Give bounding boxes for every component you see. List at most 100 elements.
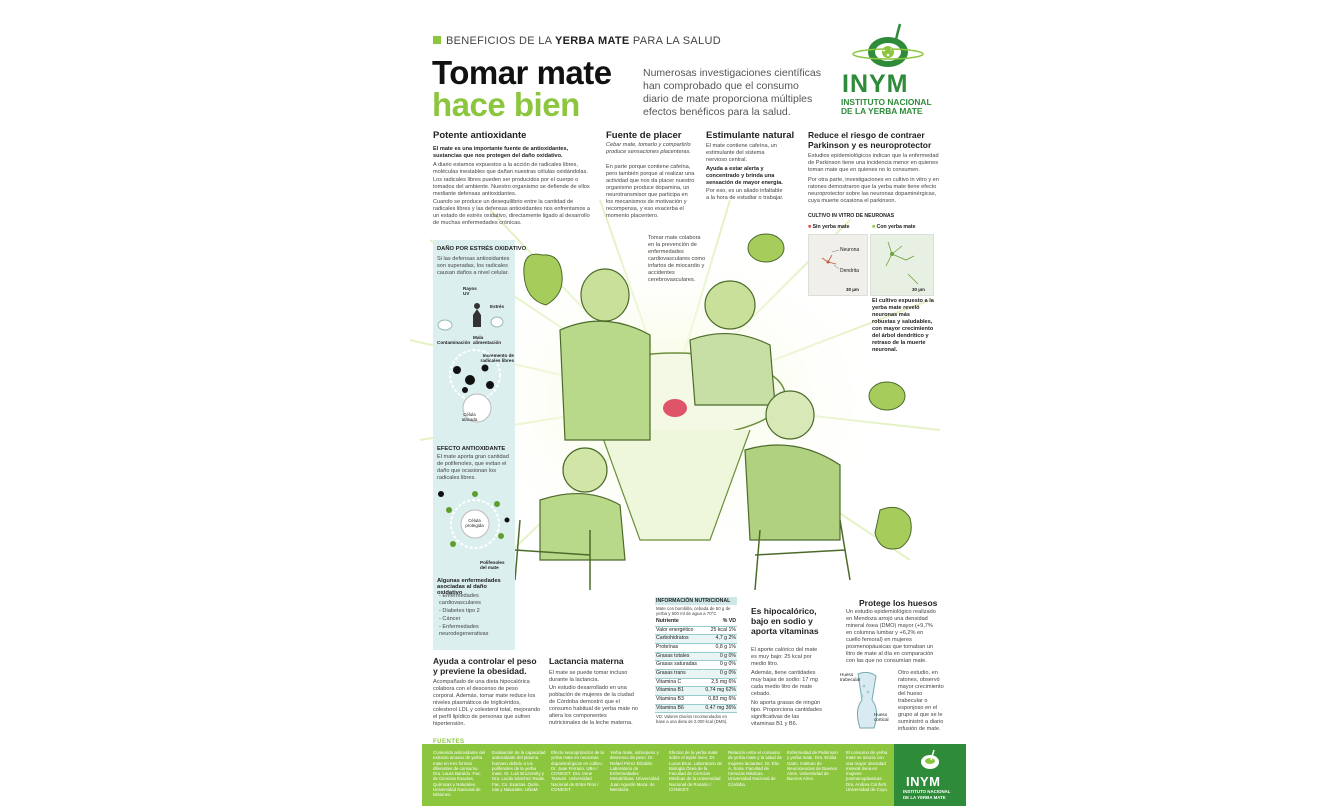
placer-p1: Cebar mate, tomarlo y compartirlo produc… bbox=[606, 142, 691, 155]
row-amount: 0,74 mg bbox=[705, 687, 725, 694]
efecto-title: EFECTO ANTIOXIDANTE bbox=[437, 446, 506, 452]
row-amount: 0,47 mg bbox=[705, 704, 725, 711]
table-row: Vitamina B6 0,47 mg 36% bbox=[655, 704, 737, 714]
table-row: Carbohidratos 4,7 g 2% bbox=[655, 635, 737, 644]
enf-2: - Diabetes tipo 2 bbox=[439, 608, 480, 614]
parkinson-p2: Por otra parte, investigaciones en culti… bbox=[808, 177, 939, 204]
scale-bar-1: 30 µm bbox=[846, 287, 859, 292]
row-name: Grasas trans bbox=[656, 669, 686, 676]
row-amount: 4,7 g bbox=[715, 635, 728, 642]
source-1: Contenido antioxidante del extracto acuo… bbox=[433, 750, 485, 798]
kicker-pre: BENEFICIOS DE LA bbox=[446, 35, 556, 47]
footer-acronym: INYM bbox=[906, 774, 941, 789]
col-vd: % VD bbox=[722, 617, 736, 624]
row-vd: 1% bbox=[728, 626, 737, 633]
row-vd: 1% bbox=[728, 643, 737, 650]
row-name: Proteínas bbox=[656, 643, 679, 650]
footer-gourd-icon bbox=[921, 749, 939, 769]
hipocalorico-p3: No aporta grasas de ningún tipo. Proporc… bbox=[751, 700, 822, 727]
source-3: Efecto neuroprotector de la yerba mate e… bbox=[551, 750, 604, 793]
nutrition-header-row: Nutriente % VD bbox=[655, 618, 737, 627]
label-celula-protegida: Célula protegida bbox=[465, 518, 484, 528]
row-name: Vitamina B1 bbox=[656, 687, 684, 694]
neuron-culture-with bbox=[870, 234, 934, 296]
parkinson-p1: Estudios epidemiológicos indican que la … bbox=[808, 153, 939, 173]
legend-sin-label: Sin yerba mate bbox=[812, 224, 850, 230]
antioxidante-p1: A diario estamos expuestos a la acción d… bbox=[433, 162, 588, 175]
footer-logo-block bbox=[894, 744, 966, 806]
footer-line2: DE LA YERBA MATE bbox=[903, 795, 946, 800]
oxidative-stress-sidebar bbox=[433, 240, 515, 650]
label-polifenoles: Polifenoles del mate bbox=[480, 560, 505, 570]
estimulante-p1: El mate contiene cafeína, un estimulante… bbox=[706, 143, 777, 163]
legend-sin: ■ Sin yerba mate bbox=[808, 224, 850, 230]
row-amount: 0,83 mg bbox=[708, 696, 728, 702]
source-4: Yerba mate, sobrepeso y descenso de peso… bbox=[610, 750, 660, 793]
page-title-line2: hace bien bbox=[432, 86, 580, 123]
antioxidante-lead: El mate es una importante fuente de anti… bbox=[433, 146, 569, 159]
logo-line2: DE LA YERBA MATE bbox=[841, 106, 923, 116]
logo-acronym: INYM bbox=[842, 70, 909, 98]
row-amount: 0 g bbox=[719, 669, 728, 676]
row-name: Carbohidratos bbox=[656, 635, 689, 642]
label-contaminacion: Contaminación bbox=[437, 340, 471, 345]
source-8: El consumo de yerba mate se asocia con u… bbox=[846, 750, 888, 793]
row-vd: 36% bbox=[725, 704, 736, 711]
culture-title: CULTIVO IN VITRO DE NEURONAS bbox=[808, 213, 895, 219]
enf-3: - Cáncer bbox=[439, 616, 461, 622]
source-5: Efectos de la yerba mate sobre el tejido… bbox=[669, 750, 722, 793]
huesos-title: Protege los huesos bbox=[859, 598, 938, 608]
label-dendrita: Dendrita bbox=[840, 268, 859, 274]
logo-line1: INSTITUTO NACIONAL bbox=[841, 97, 932, 107]
row-name: Vitamina B3 bbox=[656, 696, 684, 702]
nutrition-note: VD: Valores Diarios recomendados en base… bbox=[656, 714, 728, 725]
sidebar-title: DAÑO POR ESTRÉS OXIDATIVO bbox=[437, 246, 527, 252]
row-amount: 2,5 mg bbox=[711, 678, 728, 685]
label-estres: Estrés bbox=[490, 304, 505, 309]
row-name: Valor energético bbox=[656, 626, 694, 633]
antioxidante-p2: Los radicales libres pueden ser producid… bbox=[433, 177, 590, 197]
enf-4: - Enfermedades neurodegenerativas bbox=[439, 624, 489, 637]
huesos-p2: Otro estudio, en ratones, observó mayor … bbox=[898, 670, 944, 732]
antioxidant-diagram bbox=[438, 491, 510, 549]
estimulante-title: Estimulante natural bbox=[706, 130, 795, 141]
row-name: Grasas saturadas bbox=[656, 661, 697, 668]
kicker: BENEFICIOS DE LA YERBA MATE PARA LA SALU… bbox=[433, 35, 721, 47]
row-vd: 0% bbox=[728, 669, 737, 676]
col-nutriente: Nutriente bbox=[656, 617, 679, 624]
page-title-line1: Tomar mate bbox=[432, 54, 612, 91]
placer-title: Fuente de placer bbox=[606, 130, 682, 141]
oxidative-stress-diagram bbox=[437, 303, 504, 423]
antioxidante-title: Potente antioxidante bbox=[433, 130, 527, 141]
intro-text: Numerosas investigaciones científicas ha… bbox=[643, 67, 821, 118]
sources-footer bbox=[422, 744, 894, 806]
people-drinking-mate-illustration bbox=[409, 200, 940, 601]
table-row: Grasas trans 0 g 0% bbox=[655, 669, 737, 679]
efecto-text: El mate aporta gran cantidad de polifeno… bbox=[437, 454, 509, 481]
enf-1: - Enfermedades cardiovasculares bbox=[439, 593, 481, 606]
antioxidante-p3: Cuando se produce un desequilibrio entre… bbox=[433, 199, 591, 226]
row-name: Vitamina C bbox=[656, 678, 682, 685]
source-2: Evaluación de la capacidad antioxidante … bbox=[492, 750, 546, 793]
neuron-culture-without bbox=[808, 234, 868, 296]
row-name: Vitamina B6 bbox=[656, 704, 684, 711]
row-name: Grasas totales bbox=[656, 652, 690, 659]
row-amount: 0 g bbox=[719, 661, 728, 668]
row-vd: 2% bbox=[728, 635, 737, 642]
label-rayos-uv: Rayos UV bbox=[463, 286, 477, 296]
kicker-bullet bbox=[433, 36, 441, 44]
source-6: Relación entre el consumo de yerba mate … bbox=[728, 750, 782, 787]
label-cortical: Hueso cortical bbox=[874, 712, 889, 722]
parkinson-title: Reduce el riesgo de contraer Parkinson y… bbox=[808, 130, 932, 150]
enf-title: Algunas enfermedades asociadas al daño o… bbox=[437, 578, 501, 596]
lactancia-p2: Un estudio desarrollado en una población… bbox=[549, 685, 638, 726]
label-celula-atacada: Célula atacada bbox=[461, 412, 478, 422]
placer-p2: En parte porque contiene cafeína, pero t… bbox=[606, 164, 695, 219]
